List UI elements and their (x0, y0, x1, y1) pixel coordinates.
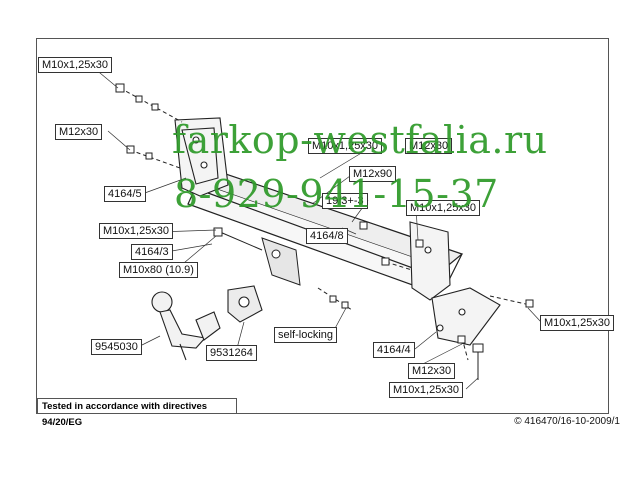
callout-bolt-m10-far-right: M10x1,25x30 (540, 315, 615, 331)
socket-plate (261, 237, 301, 286)
callout-part-4164-8: 4164/8 (306, 228, 348, 244)
callout-part-4164-5: 4164/5 (104, 186, 146, 202)
callout-bolt-m10-mid: M10x1,25x30 (99, 223, 174, 239)
callout-bolt-m10-right-top: M10x1,25x30 (406, 200, 481, 216)
watermark-website: farkop-westfalia.ru (172, 118, 548, 162)
callout-bolt-m12-bottom: M12x30 (408, 363, 456, 379)
callout-part-9531264: 9531264 (206, 345, 257, 361)
callout-bolt-m12-left: M12x30 (55, 124, 103, 140)
callout-bolt-top-left: M10x1,25x30 (38, 57, 113, 73)
callout-part-9545030: 9545030 (91, 339, 142, 355)
callout-bolt-m12x90: M12x90 (349, 166, 397, 182)
callout-part-19-3-3: 19/3+-3 (322, 193, 368, 209)
bolts (115, 83, 534, 380)
approval-note: Tested in accordance with directives 94/… (37, 398, 237, 428)
tow-ball (151, 291, 221, 361)
callout-bolt-m10x80: M10x80 (10.9) (119, 262, 198, 278)
callout-bolt-m12-under-watermark: M12x30 (405, 138, 453, 154)
callout-part-4164-4: 4164/4 (373, 342, 415, 358)
electrical-socket (227, 285, 263, 323)
callout-self-locking: self-locking (274, 327, 338, 343)
callout-bolt-m10-bottom: M10x1,25x30 (389, 382, 464, 398)
watermark-phone: 8-929-941-15-37 (174, 172, 499, 216)
leader-lines (93, 67, 542, 390)
left-bracket (174, 117, 229, 197)
drawing-frame (36, 38, 609, 414)
callout-part-4164-3: 4164/3 (131, 244, 173, 260)
document-id: © 416470/16-10-2009/1 (514, 416, 620, 427)
callout-bolt-m10-under-watermark: M10x1,25x30 (308, 138, 383, 154)
